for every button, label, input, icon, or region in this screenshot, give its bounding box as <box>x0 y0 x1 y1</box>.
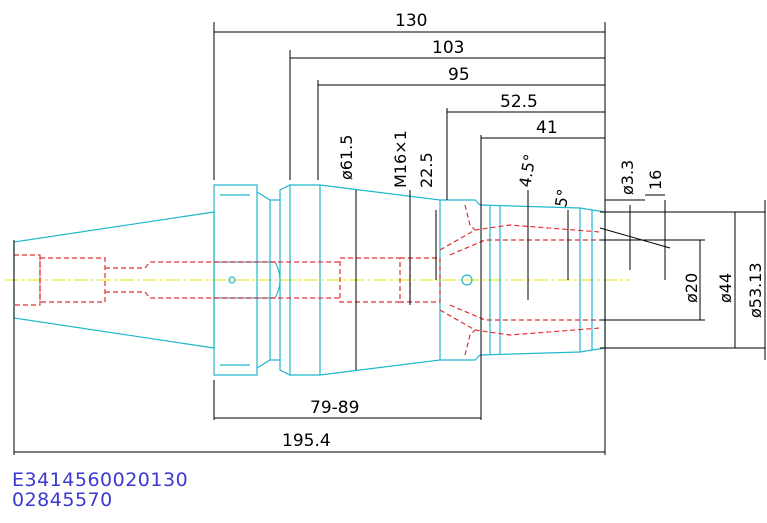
dim-95: 95 <box>448 65 470 85</box>
dim-79-89: 79-89 <box>310 398 359 418</box>
dim-m16x1: M16×1 <box>391 130 410 188</box>
dim-41: 41 <box>536 118 558 138</box>
dim-195-4: 195.4 <box>282 431 331 451</box>
dim-16: 16 <box>646 170 665 190</box>
part-code-line-2: 02845570 <box>12 489 113 511</box>
dim-dia-3-3: ø3.3 <box>618 160 637 195</box>
dim-dia-20: ø20 <box>682 273 701 303</box>
part-code-line-1: E3414560020130 <box>12 469 189 491</box>
part-codes: E3414560020130 02845570 <box>12 470 188 510</box>
dimension-lines <box>13 22 766 455</box>
dim-dia-44: ø44 <box>716 273 735 303</box>
dim-22-5: 22.5 <box>417 152 436 188</box>
dim-130: 130 <box>395 11 427 31</box>
dimension-texts: 130 103 95 52.5 41 79-89 195.4 ø61.5 M16… <box>282 11 765 451</box>
dim-angle-5: 5° <box>551 187 573 208</box>
dim-angle-4-5: 4.5° <box>515 152 540 188</box>
dim-dia-61-5: ø61.5 <box>337 135 356 180</box>
dim-103: 103 <box>432 38 464 58</box>
dim-dia-53-13: ø53.13 <box>746 262 765 318</box>
dim-52-5: 52.5 <box>500 92 538 112</box>
